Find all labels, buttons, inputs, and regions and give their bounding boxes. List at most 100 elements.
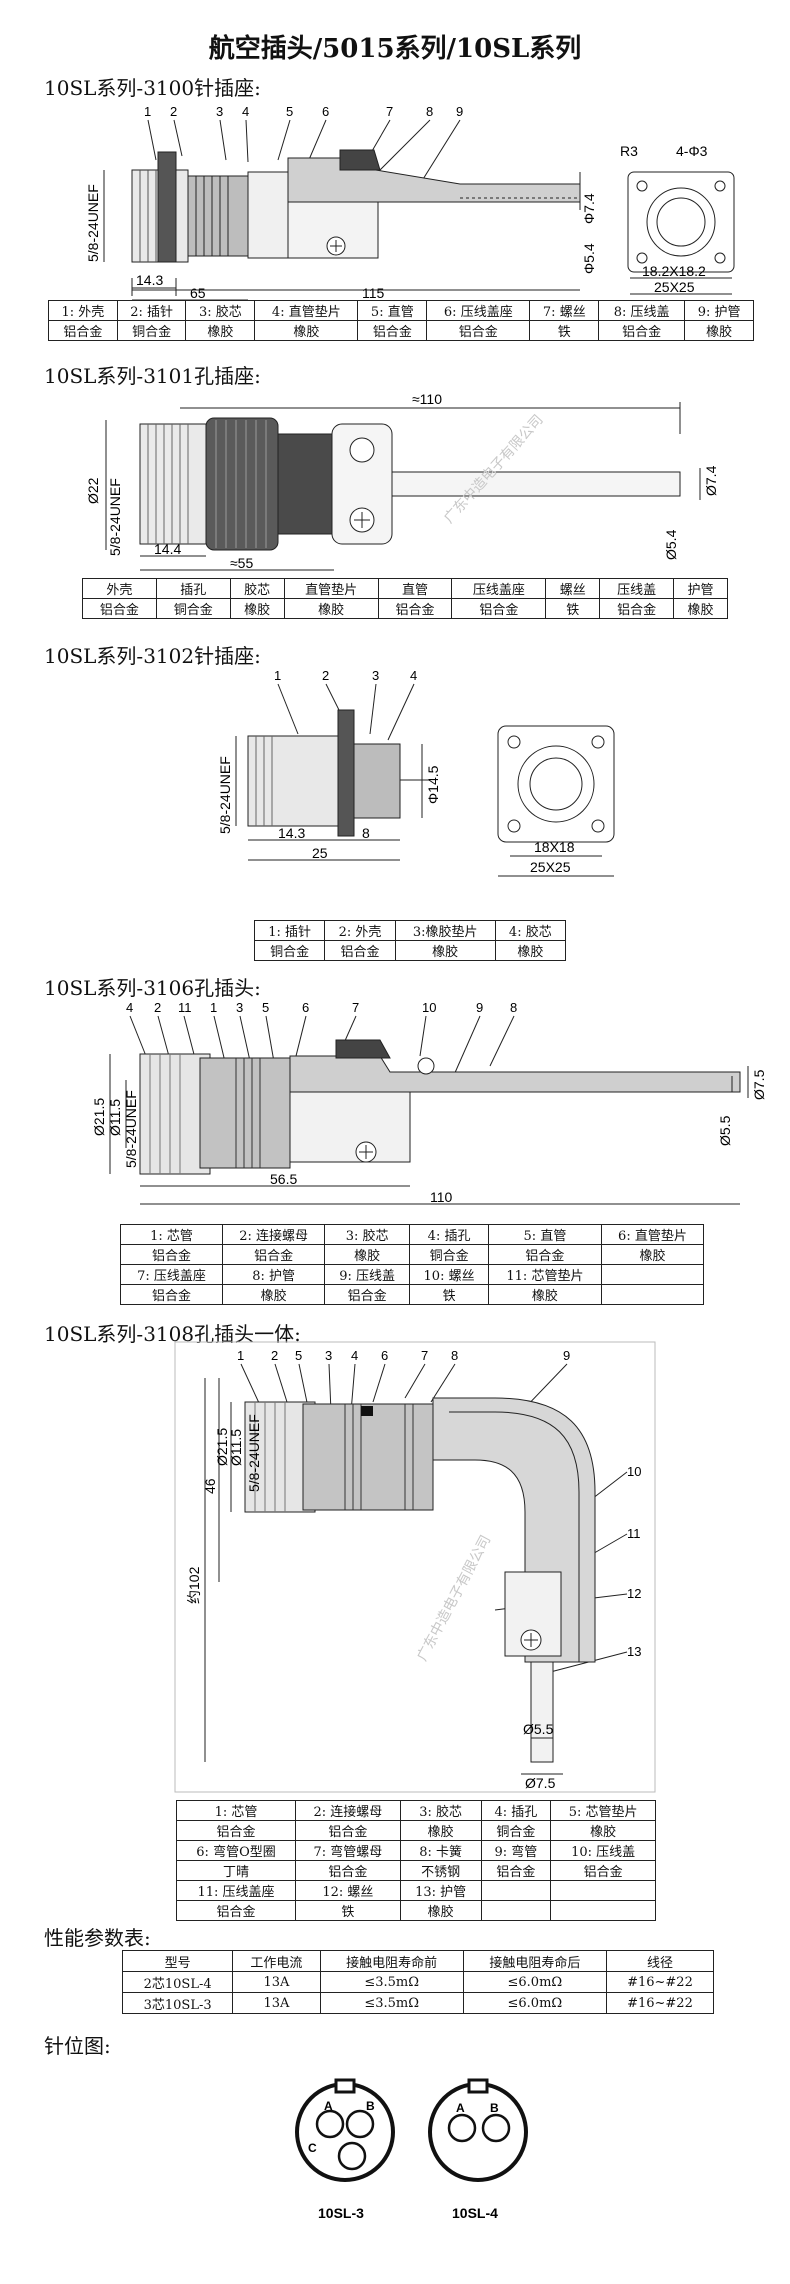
callout-7: 7 xyxy=(386,104,393,119)
table-cell: 外壳 xyxy=(82,578,157,599)
table-cell: 橡胶 xyxy=(487,1284,602,1305)
callout-2: 2 xyxy=(271,1348,278,1363)
table-cell: 铝合金 xyxy=(357,320,428,341)
pin-label-a: A xyxy=(324,2099,333,2113)
table-cell: 压线盖座 xyxy=(451,578,547,599)
table-cell: 铝合金 xyxy=(175,1820,297,1841)
callout-8: 8 xyxy=(451,1348,458,1363)
table-cell: 插孔 xyxy=(155,578,231,599)
dim-25: 25 xyxy=(312,845,328,861)
table-cell: 6: 压线盖座 xyxy=(426,300,531,321)
dim-d7-5: Ø7.5 xyxy=(751,1069,767,1100)
table-cell: 铝合金 xyxy=(82,598,157,619)
dim-110: 110 xyxy=(430,1189,453,1205)
table-cell: 橡胶 xyxy=(185,320,256,341)
dim-8: 8 xyxy=(362,825,370,841)
table-cell: 铝合金 xyxy=(324,940,396,961)
table-cell: 铜合金 xyxy=(409,1244,489,1265)
table-cell: 9: 护管 xyxy=(684,300,754,321)
dim-d5-5: Ø5.5 xyxy=(523,1721,554,1737)
dim-d7-4: Ø7.4 xyxy=(703,465,719,496)
table-cell: 铜合金 xyxy=(253,940,326,961)
callout-9: 9 xyxy=(476,1000,483,1015)
callout-1: 1 xyxy=(274,668,281,683)
callout-1: 1 xyxy=(144,104,151,119)
table-cell: 铝合金 xyxy=(550,1860,656,1881)
table-cell: 7: 压线盖座 xyxy=(119,1264,224,1285)
table-cell: 橡胶 xyxy=(254,320,359,341)
table-cell: 铝合金 xyxy=(175,1900,297,1921)
pin-label-a: A xyxy=(456,2101,465,2115)
perf-heading: 性能参数表: xyxy=(44,1926,151,1950)
callout-1: 1 xyxy=(237,1348,244,1363)
table-cell: 1: 芯管 xyxy=(119,1224,224,1245)
table-cell: 2: 插针 xyxy=(116,300,187,321)
drawing-3100: 1 2 3 4 5 6 7 8 9 5/8-24UNEF 14.3 65 115… xyxy=(85,104,735,301)
table-cell: 铝合金 xyxy=(222,1244,326,1265)
dim-56-5: 56.5 xyxy=(270,1171,297,1187)
table-cell: 橡胶 xyxy=(550,1820,656,1841)
watermark-cn-2: 广东中造电子有限公司 xyxy=(414,1532,494,1663)
table-cell xyxy=(600,1284,705,1305)
callout-1: 1 xyxy=(210,1000,217,1015)
table-cell: 铁 xyxy=(295,1900,401,1921)
table-cell: 铝合金 xyxy=(119,1244,224,1265)
table-row: 铝合金橡胶铝合金铁橡胶 xyxy=(119,1284,705,1305)
table-cell: 直管 xyxy=(377,578,453,599)
flange-holes: 4-Φ3 xyxy=(676,143,708,159)
table-header-cell: 接触电阻寿命前 xyxy=(319,1950,464,1972)
callout-5: 5 xyxy=(286,104,293,119)
table-cell: 铝合金 xyxy=(119,1284,224,1305)
callout-10: 10 xyxy=(627,1464,641,1479)
table-cell: 铁 xyxy=(545,598,601,619)
pinmap-label-10sl-4: 10SL-4 xyxy=(452,2205,498,2221)
table-body: 外壳插孔胶芯直管垫片直管压线盖座螺丝压线盖护管铝合金铜合金橡胶橡胶铝合金铝合金铁… xyxy=(82,578,728,619)
pin-label-b: B xyxy=(490,2101,499,2115)
table-cell: 1: 芯管 xyxy=(175,1800,297,1821)
table-header-cell: 接触电阻寿命后 xyxy=(462,1950,607,1972)
table-header-row: 型号工作电流接触电阻寿命前接触电阻寿命后线径 xyxy=(121,1950,715,1972)
table-cell: 13A xyxy=(232,1992,321,2014)
pin-label-b: B xyxy=(366,2099,375,2113)
table-row: 铝合金铜合金橡胶橡胶铝合金铝合金铁铝合金橡胶 xyxy=(82,598,728,619)
dim-d5-4: Φ5.4 xyxy=(581,243,597,274)
table-cell: 铜合金 xyxy=(480,1820,552,1841)
table-cell: 铝合金 xyxy=(48,320,118,341)
callout-4: 4 xyxy=(126,1000,133,1015)
table-cell: #16~#22 xyxy=(605,1992,715,2014)
pinmap-10sl-3: A B C 10SL-3 xyxy=(295,2078,395,2221)
callout-6: 6 xyxy=(302,1000,309,1015)
table-cell: 橡胶 xyxy=(494,940,567,961)
table-row: 铜合金铝合金橡胶橡胶 xyxy=(253,940,567,961)
drawing-3108: 1 2 5 3 4 6 7 8 9 10 11 12 13 约102 46 Ø2… xyxy=(174,1341,656,1793)
table-cell xyxy=(480,1880,552,1901)
table-cell: 3: 胶芯 xyxy=(399,1800,482,1821)
table-cell: 丁晴 xyxy=(175,1860,297,1881)
pin-label-c: C xyxy=(308,2141,317,2155)
table-cell: 铝合金 xyxy=(451,598,547,619)
section-heading-3102: 10SL系列-3102针插座: xyxy=(44,644,261,668)
table-cell: 13A xyxy=(232,1971,321,1993)
table-row: 铝合金铜合金橡胶橡胶铝合金铝合金铁铝合金橡胶 xyxy=(48,320,754,341)
dim-110: ≈110 xyxy=(412,391,442,407)
dim-d22: Ø22 xyxy=(85,477,101,504)
callout-2: 2 xyxy=(154,1000,161,1015)
table-cell: 2: 连接螺母 xyxy=(222,1224,326,1245)
table-cell: 护管 xyxy=(673,578,728,599)
table-header-cell: 线径 xyxy=(605,1950,715,1972)
flange-inner: 18X18 xyxy=(534,839,575,855)
pinmap-10sl-4: A B 10SL-4 xyxy=(428,2078,528,2221)
dim-thread: 5/8-24UNEF xyxy=(217,756,233,834)
section-heading-3106: 10SL系列-3106孔插头: xyxy=(44,976,261,1000)
table-cell: ≤6.0mΩ xyxy=(462,1992,607,2014)
table-cell: 4: 插孔 xyxy=(409,1224,489,1245)
table-cell: 不锈钢 xyxy=(399,1860,482,1881)
callout-6: 6 xyxy=(322,104,329,119)
dim-d5-5: Ø5.5 xyxy=(717,1115,733,1146)
dim-115: 115 xyxy=(362,285,385,301)
